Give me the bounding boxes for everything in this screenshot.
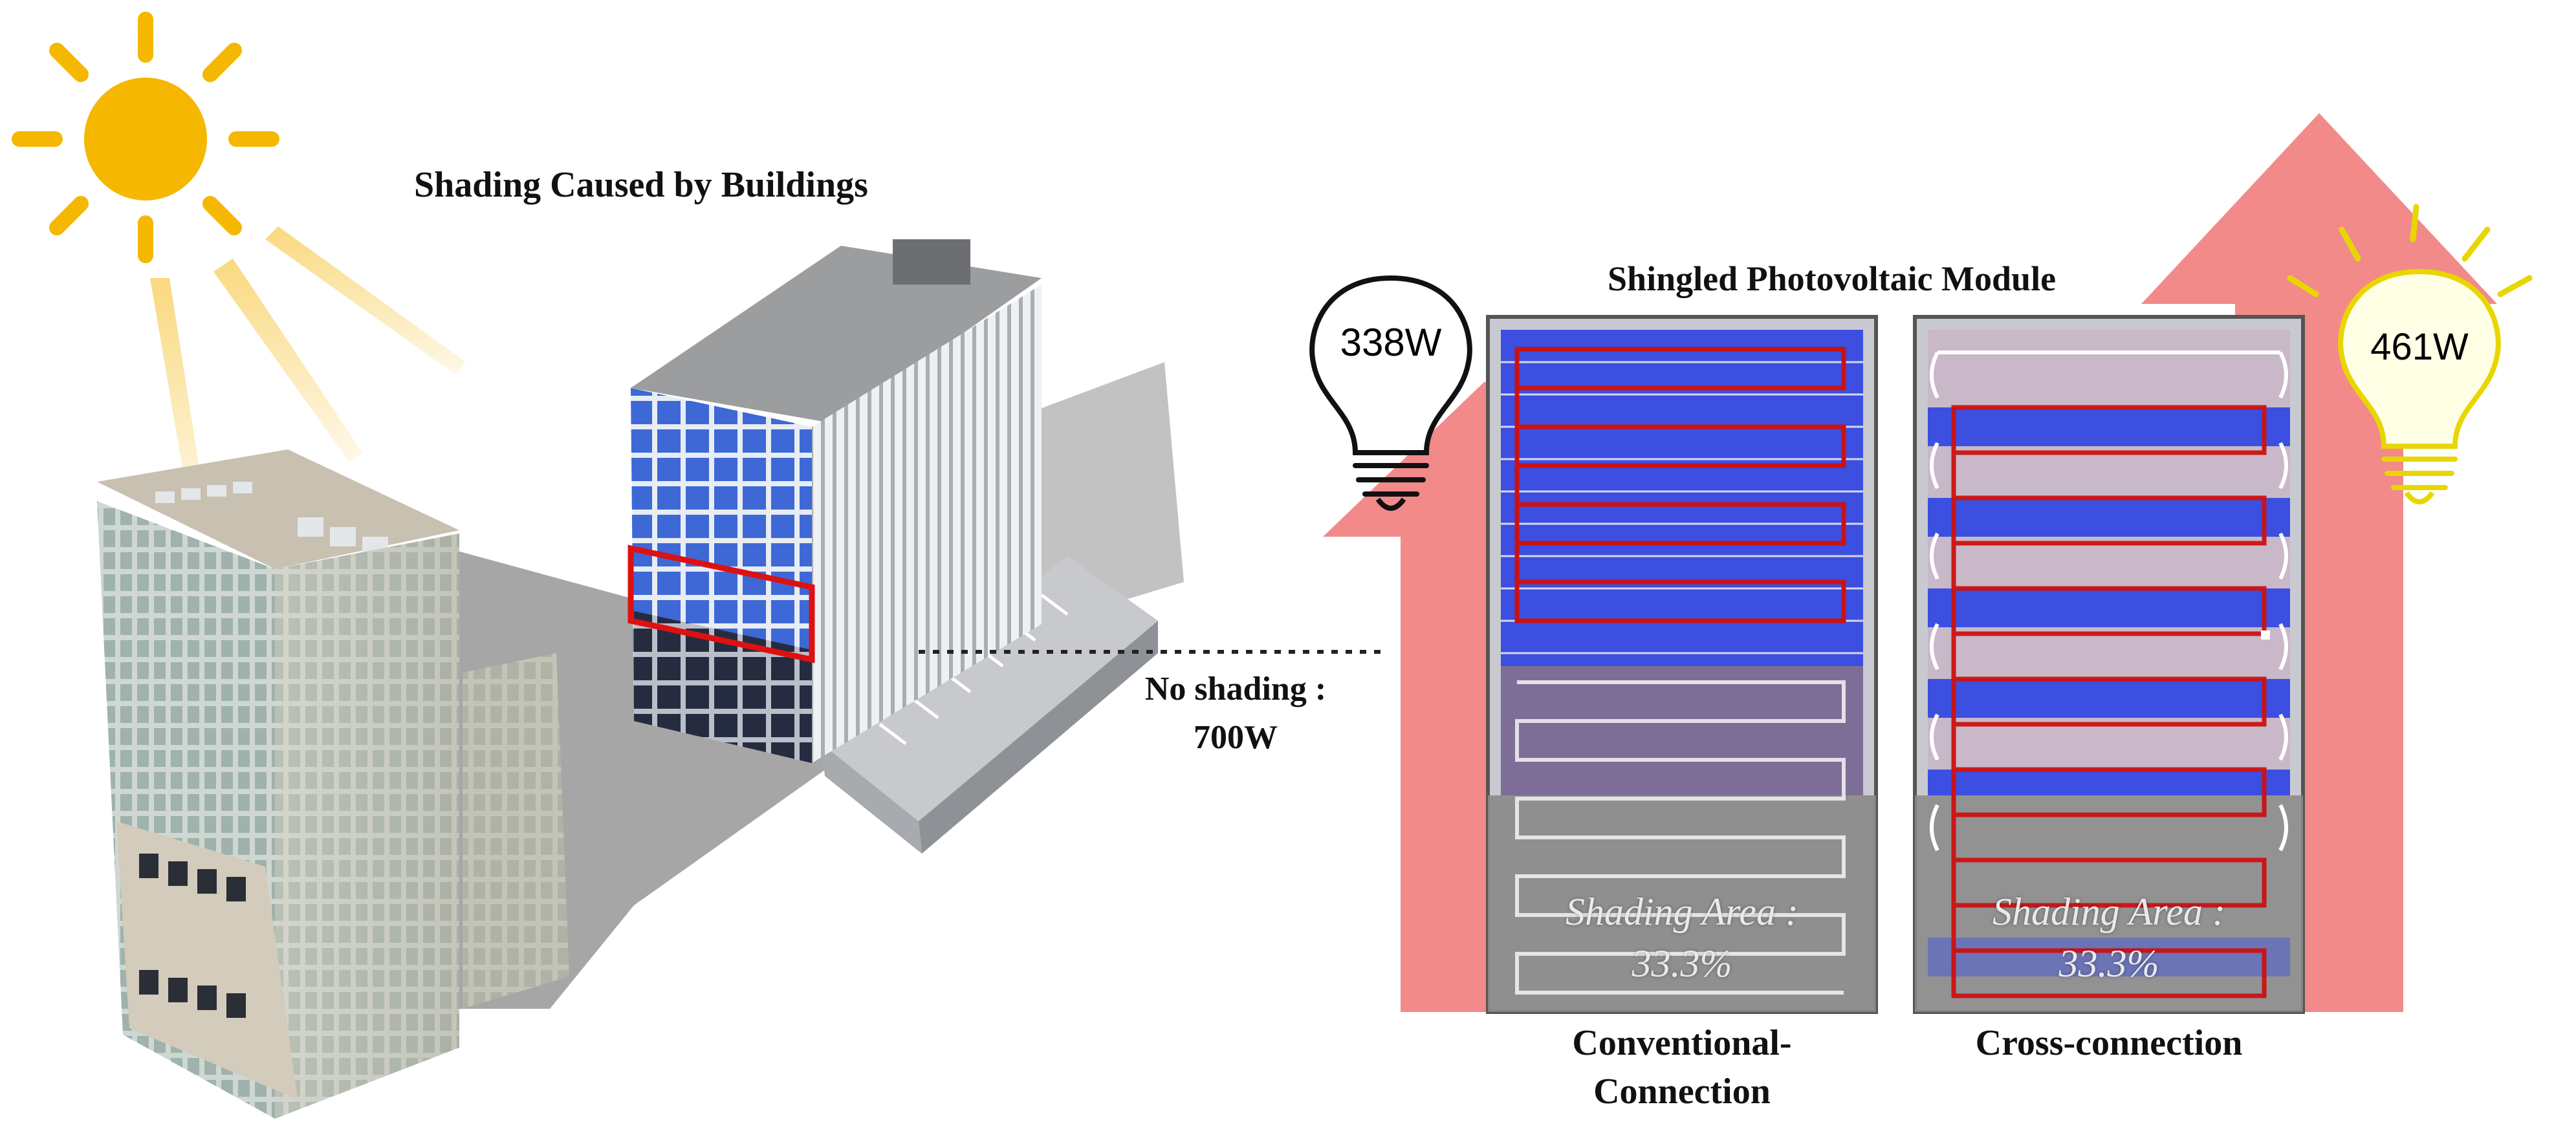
left-panel-title: Shading Caused by Buildings: [414, 165, 868, 205]
conventional-shading-label: Shading Area :: [1566, 890, 1798, 933]
light-bulb-off-icon: [1309, 275, 1472, 511]
beige-tower: [97, 449, 569, 1119]
sun-icon: [12, 12, 279, 263]
light-bulb-on-icon: [2287, 204, 2533, 504]
shaded-facade-highlight: [628, 544, 815, 663]
conventional-shading-value: 33.3%: [1632, 942, 1732, 985]
right-panel-title: Shingled Photovoltaic Module: [1608, 259, 2057, 298]
conventional-power-label: 338W: [1340, 321, 1442, 364]
no-shading-power: 700W: [1194, 719, 1278, 756]
cross-caption: Cross-connection: [1975, 1023, 2243, 1063]
conventional-caption-line2: Connection: [1593, 1072, 1771, 1112]
no-shading-label: No shading :: [1144, 671, 1327, 707]
pv-comparison: [1309, 113, 2533, 1014]
power-arrow-cross: [2141, 113, 2497, 1012]
cross-shading-label: Shading Area :: [1992, 890, 2225, 933]
cross-shading-value: 33.3%: [2058, 942, 2159, 985]
pv-module-cross: [1913, 315, 2305, 1014]
pv-module-conventional: [1486, 315, 1878, 1014]
cross-power-label: 461W: [2370, 326, 2469, 368]
sun-rays: [150, 226, 466, 517]
blue-office-tower: [628, 239, 1042, 763]
building-scene: [12, 12, 1381, 1119]
conventional-caption-line1: Conventional-: [1572, 1023, 1792, 1063]
